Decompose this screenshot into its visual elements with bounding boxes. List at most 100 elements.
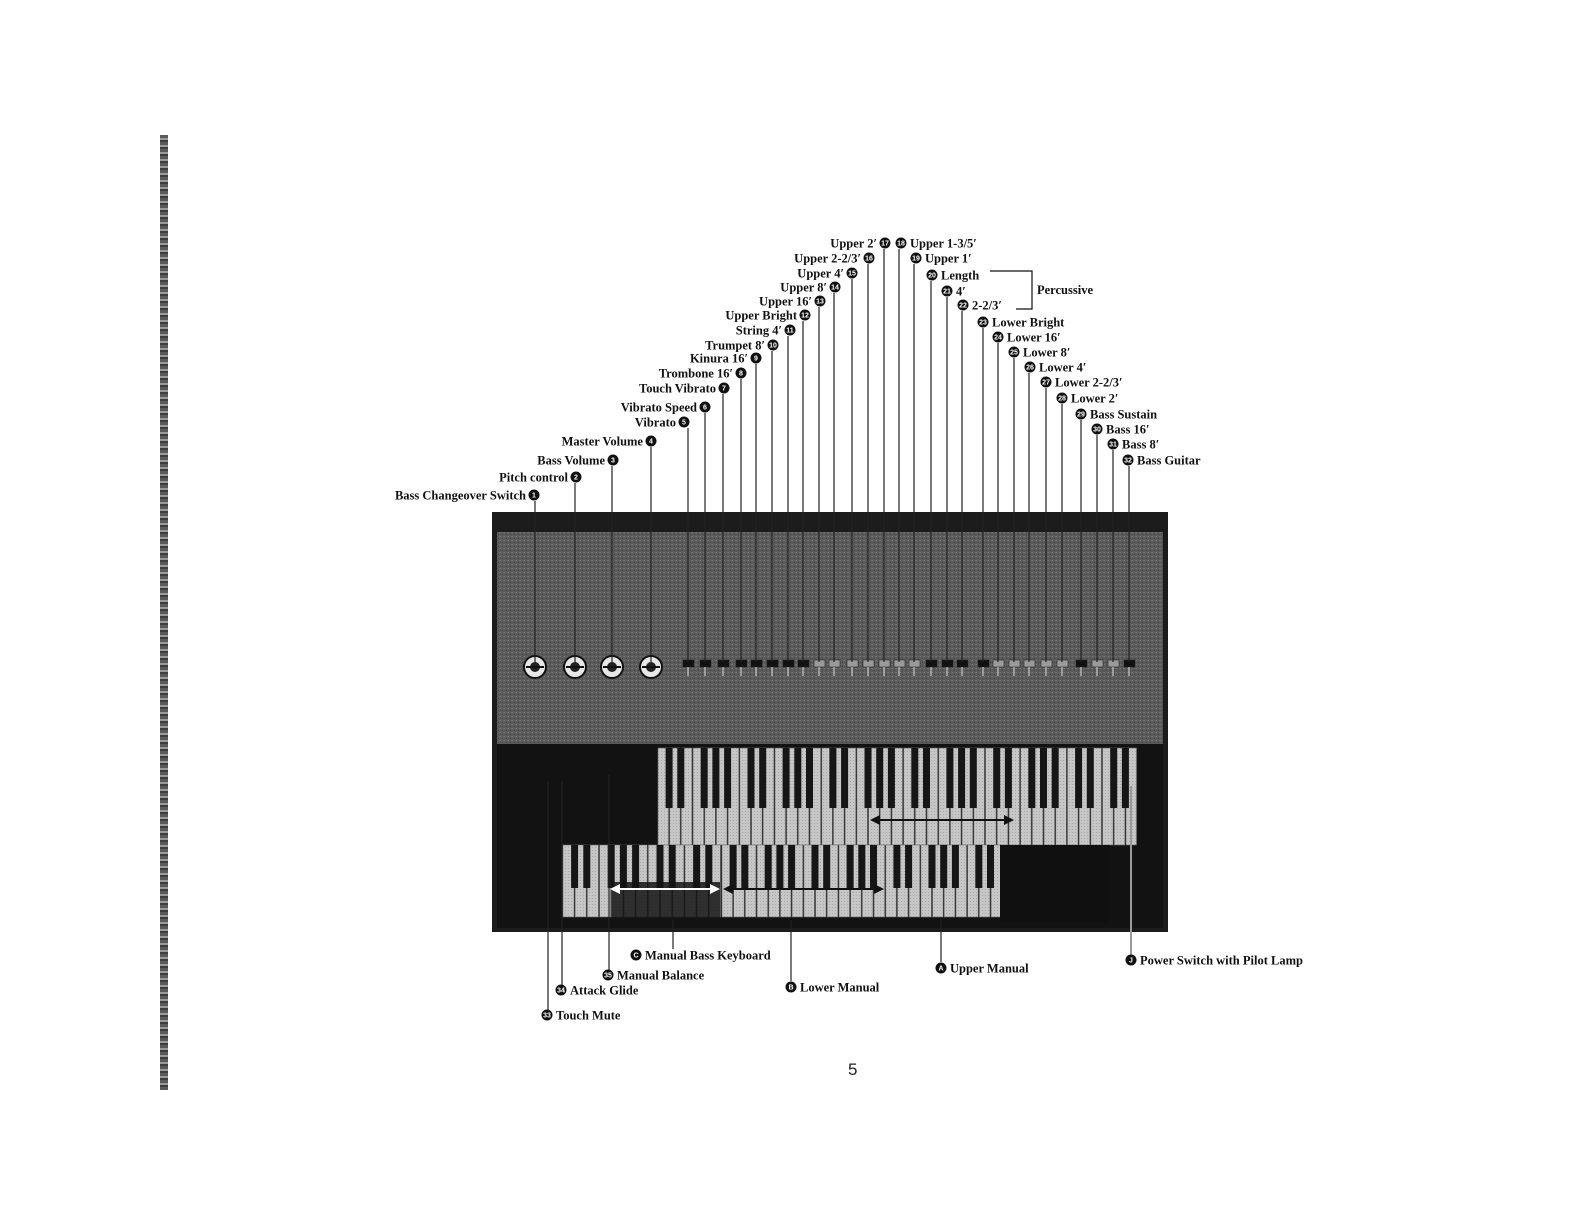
lower-black-key	[905, 845, 913, 888]
lower-black-key	[729, 845, 737, 888]
upper-black-key	[864, 748, 872, 808]
svg-text:A: A	[938, 966, 943, 973]
label-6: Vibrato Speed	[621, 401, 697, 415]
label-29: Bass Sustain	[1090, 408, 1157, 422]
svg-text:8: 8	[739, 371, 743, 378]
callout-number-33: 33	[541, 1009, 553, 1021]
label-14: Upper 8′	[780, 281, 827, 295]
upper-black-key	[1086, 748, 1094, 808]
label-26: Lower 4′	[1039, 361, 1086, 375]
callout-number-8: 8	[735, 367, 747, 379]
callout-number-20: 20	[926, 269, 938, 281]
callout-number-27: 27	[1040, 376, 1052, 388]
svg-text:19: 19	[912, 256, 920, 263]
svg-text:20: 20	[928, 273, 936, 280]
tab-switches	[682, 659, 1136, 676]
range-arrows	[610, 815, 1014, 894]
lower-black-key	[858, 845, 866, 888]
svg-text:35: 35	[604, 973, 612, 980]
upper-black-key	[677, 748, 685, 808]
label-9: Kinura 16′	[690, 352, 748, 366]
bass-black-key	[583, 845, 591, 888]
lower-black-key	[846, 845, 854, 888]
svg-text:27: 27	[1042, 380, 1050, 387]
upper-black-key	[712, 748, 720, 808]
lower-black-key	[811, 845, 819, 888]
callout-number-1: 1	[528, 489, 540, 501]
upper-black-key	[876, 748, 884, 808]
bass-black-key	[619, 845, 627, 888]
label-24: Lower 16′	[1007, 331, 1061, 345]
label-2: Pitch control	[499, 471, 568, 485]
callout-number-15: 15	[846, 267, 858, 279]
upper-black-key	[700, 748, 708, 808]
callout-number-A: A	[935, 962, 947, 974]
svg-text:25: 25	[1010, 350, 1018, 357]
lower-black-key	[987, 845, 994, 888]
svg-text:23: 23	[979, 320, 987, 327]
callout-number-32: 32	[1122, 454, 1134, 466]
svg-text:10: 10	[769, 343, 777, 350]
bass-black-key	[668, 845, 676, 888]
lower-black-key	[940, 845, 948, 888]
svg-text:2: 2	[574, 475, 578, 482]
upper-black-key	[923, 748, 930, 808]
upper-black-key	[1028, 748, 1036, 808]
control-panel	[497, 532, 1163, 744]
right-keyboard-well	[1000, 845, 1110, 923]
svg-text:7: 7	[722, 386, 726, 393]
label-27: Lower 2-2/3′	[1055, 376, 1123, 390]
percussive-bracket: Percussive	[990, 270, 1093, 310]
upper-black-key	[1110, 748, 1118, 808]
label-22: 2-2/3′	[972, 299, 1002, 313]
svg-text:C: C	[633, 953, 638, 960]
svg-text:28: 28	[1058, 396, 1066, 403]
binding-edge	[160, 135, 168, 1090]
lower-black-key	[893, 845, 901, 888]
upper-black-key	[841, 748, 849, 808]
callout-number-9: 9	[750, 352, 762, 364]
svg-text:16: 16	[865, 256, 873, 263]
lower-black-key	[776, 845, 784, 888]
label-34: Attack Glide	[570, 984, 639, 998]
lower-manual-keys	[721, 844, 1110, 923]
svg-text:5: 5	[682, 420, 686, 427]
callout-number-J: J	[1125, 954, 1137, 966]
callout-number-16: 16	[863, 252, 875, 264]
label-18: Upper 1-3/5′	[910, 237, 977, 251]
svg-text:33: 33	[543, 1013, 551, 1020]
label-20: Length	[941, 269, 979, 283]
label-16: Upper 2-2/3′	[794, 252, 861, 266]
label-12: Upper Bright	[725, 309, 797, 323]
svg-text:22: 22	[959, 303, 967, 310]
callout-number-12: 12	[799, 309, 811, 321]
top-leader-lines	[534, 249, 1130, 664]
bass-keys-shadow	[612, 882, 720, 920]
callout-number-3: 3	[607, 454, 619, 466]
callout-number-13: 13	[814, 295, 826, 307]
svg-text:32: 32	[1124, 458, 1132, 465]
svg-text:11: 11	[786, 328, 794, 335]
svg-text:6: 6	[703, 405, 707, 412]
callout-number-23: 23	[977, 316, 989, 328]
label-19: Upper 1′	[925, 252, 972, 266]
svg-text:B: B	[788, 985, 793, 992]
lower-black-key	[823, 845, 831, 888]
knob-4	[639, 655, 663, 679]
label-32: Bass Guitar	[1137, 454, 1201, 468]
label-10: Trumpet 8′	[705, 339, 765, 353]
bass-black-key	[705, 845, 713, 888]
upper-manual-keys	[657, 747, 1137, 846]
label-15: Upper 4′	[797, 267, 844, 281]
label-30: Bass 16′	[1106, 423, 1149, 437]
callout-number-C: C	[630, 949, 642, 961]
callout-number-30: 30	[1091, 423, 1103, 435]
svg-text:24: 24	[994, 335, 1002, 342]
upper-black-key	[747, 748, 755, 808]
upper-black-key	[1075, 748, 1083, 808]
label-5: Vibrato	[635, 416, 676, 430]
upper-black-key	[724, 748, 732, 808]
label-3: Bass Volume	[537, 454, 605, 468]
upper-black-key	[911, 748, 919, 808]
